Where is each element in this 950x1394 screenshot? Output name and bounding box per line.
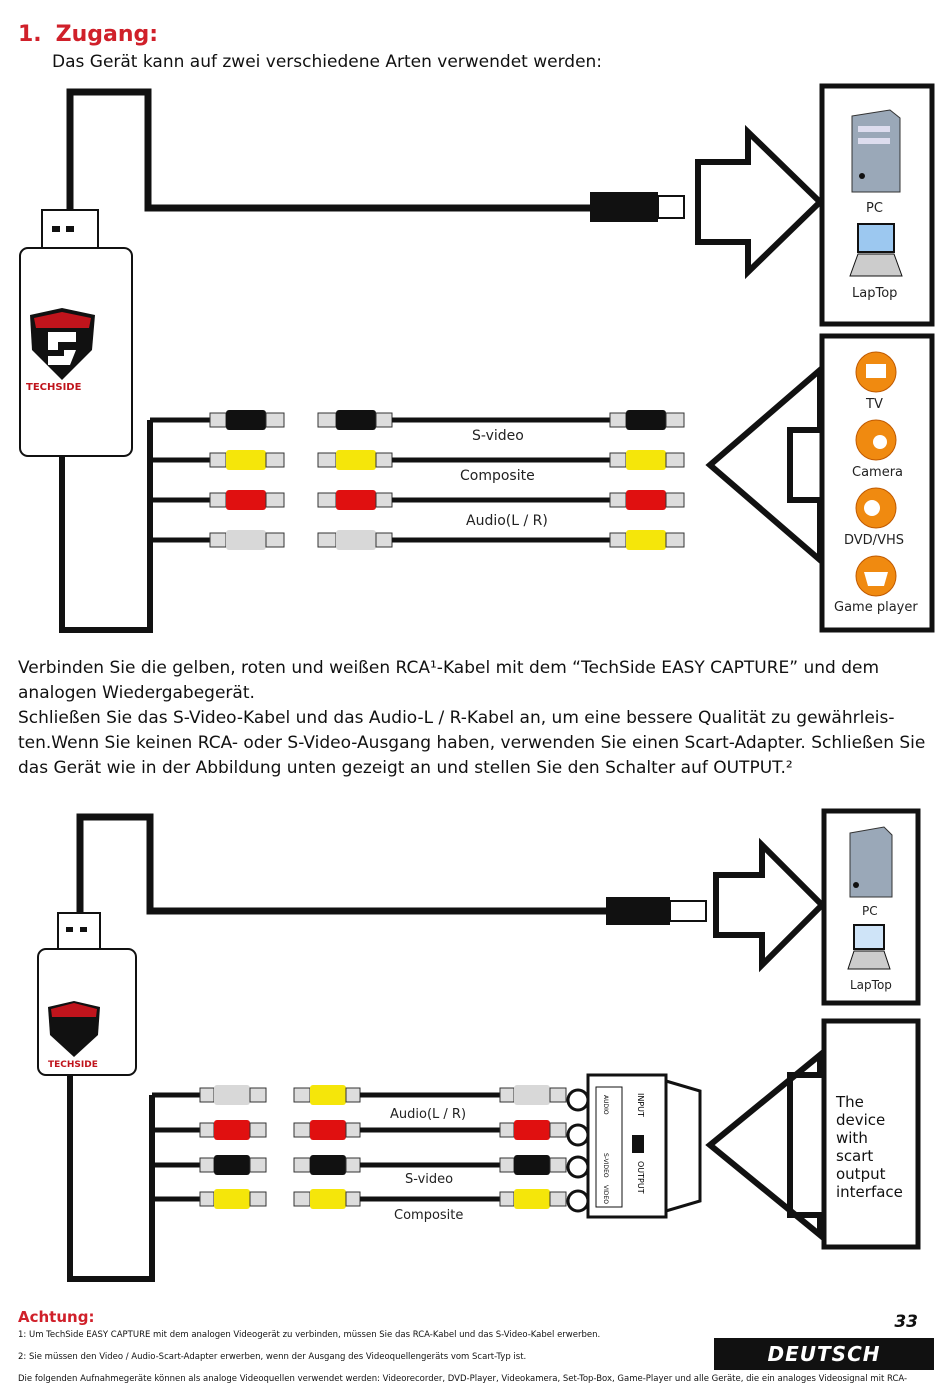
achtung-heading: Achtung:: [18, 1308, 95, 1326]
paragraph-svideo: Schließen Sie das S-Video-Kabel und das …: [18, 708, 926, 778]
source-label-camera: Camera: [852, 465, 903, 480]
footnote-3: Die folgenden Aufnahmegeräte können als …: [18, 1374, 908, 1384]
scart-adapter: INPUT OUTPUT AUDIO S-VIDEO VIDEO: [566, 1073, 702, 1219]
source-label-game: Game player: [834, 600, 918, 615]
usb-capture-stick: TECHSIDE: [37, 912, 137, 1076]
targets-box: [821, 808, 921, 1006]
paragraph-rca: Verbinden Sie die gelben, roten und weiß…: [18, 658, 880, 703]
arrow-left-icon: [705, 1048, 823, 1242]
target-label-laptop: LapTop: [850, 978, 892, 992]
target-label-pc: PC: [866, 201, 883, 216]
scart-label-output: OUTPUT: [636, 1161, 645, 1194]
cable-label-composite: Composite: [460, 468, 535, 484]
cable-label-composite: Composite: [394, 1208, 463, 1223]
page-number: 33: [894, 1312, 918, 1332]
rca-cables-middle: [293, 1084, 567, 1210]
rca-cables-left: [150, 409, 285, 551]
cable-label-audio: Audio(L / R): [390, 1107, 466, 1122]
dvd-icon: [855, 487, 897, 529]
body-text: Verbinden Sie die gelben, roten und weiß…: [18, 656, 938, 781]
techside-logo-icon: [48, 1001, 100, 1057]
footnote-1: 1: Um TechSide EASY CAPTURE mit dem anal…: [18, 1330, 601, 1340]
rca-cables-middle: [317, 409, 685, 551]
tv-icon: [855, 351, 897, 393]
section-number: 1.: [18, 22, 42, 47]
intro-text: Das Gerät kann auf zwei verschiedene Art…: [52, 52, 603, 72]
source-label-tv: TV: [865, 397, 883, 412]
section-title: Zugang:: [55, 22, 159, 47]
source-text-line6: interface: [836, 1183, 903, 1201]
usb-capture-stick: TECHSIDE: [19, 209, 133, 457]
camera-icon: [855, 419, 897, 461]
rca-cables-left: [152, 1084, 267, 1210]
footnote-2: 2: Sie müssen den Video / Audio-Scart-Ad…: [18, 1352, 527, 1362]
diagram-direct-connection: TECHSIDE S-video Composite Audio(L / R) …: [19, 83, 935, 633]
usb-plug: [590, 192, 658, 222]
cable-label-svideo: S-video: [472, 428, 524, 444]
usb-cable: [76, 813, 606, 915]
pc-tower-icon: [849, 826, 893, 898]
arrow-right-icon: [695, 124, 825, 280]
arrow-right-icon: [713, 837, 827, 973]
scart-label-input: INPUT: [636, 1093, 645, 1117]
language-badge: DEUTSCH: [714, 1338, 934, 1370]
source-text-line4: scart: [836, 1147, 873, 1165]
source-text-line3: with: [836, 1129, 868, 1147]
pc-tower-icon: [851, 109, 901, 193]
scart-label-svideo: S-VIDEO: [602, 1153, 609, 1178]
brand-label: TECHSIDE: [48, 1060, 98, 1070]
usb-plug: [606, 897, 670, 925]
source-box: [821, 1018, 921, 1250]
game-player-icon: [855, 555, 897, 597]
laptop-icon: [849, 223, 903, 277]
brand-label: TECHSIDE: [26, 382, 82, 393]
diagram-scart-connection: TECHSIDE Audio(L / R) S-video Composite …: [37, 808, 921, 1282]
source-text-line5: output: [836, 1165, 886, 1183]
laptop-icon: [847, 924, 891, 970]
section-heading: 1. Zugang:: [18, 22, 172, 47]
source-label-dvd: DVD/VHS: [844, 533, 904, 548]
arrow-left-icon: [705, 363, 823, 567]
cable-label-svideo: S-video: [405, 1172, 453, 1187]
target-label-pc: PC: [862, 904, 878, 918]
scart-label-audio: AUDIO: [602, 1095, 609, 1115]
cable-label-audio: Audio(L / R): [466, 513, 548, 529]
techside-logo-icon: [30, 308, 95, 380]
target-label-laptop: LapTop: [852, 286, 897, 301]
scart-label-video: VIDEO: [602, 1185, 609, 1204]
source-text-line1: The: [835, 1093, 864, 1111]
usb-cable: [66, 88, 590, 212]
source-text-line2: device: [836, 1111, 885, 1129]
